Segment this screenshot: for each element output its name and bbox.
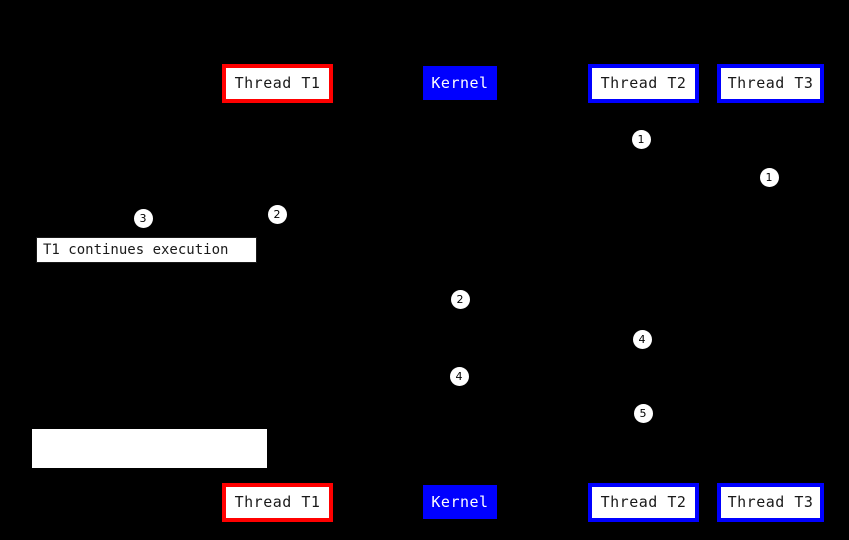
participant-label: Thread T1	[234, 493, 321, 511]
msg-kernel-to-t2b	[460, 433, 643, 434]
step-marker-2: 2	[450, 289, 470, 309]
step-marker-label: 4	[455, 369, 463, 383]
step-marker-label: 2	[456, 292, 464, 306]
step-marker-2: 2	[267, 204, 287, 224]
msg-t3-to-kernel	[460, 198, 770, 199]
msg-kernel-step4	[277, 396, 460, 397]
msg-kernel-to-t2	[460, 358, 643, 359]
step-marker-4: 4	[449, 366, 469, 386]
participant-label: Thread T3	[727, 74, 814, 92]
participant-label: Kernel	[431, 492, 489, 511]
participant-box-t1[interactable]: Thread T1	[222, 64, 333, 103]
lifeline-stem-t1	[277, 103, 278, 483]
participant-label: Thread T1	[234, 74, 321, 92]
step-marker-label: 1	[637, 132, 645, 146]
participant-box-t3b[interactable]: Thread T3	[717, 483, 824, 522]
participant-label: Thread T2	[600, 493, 687, 511]
participant-box-kernel[interactable]: Kernel	[423, 66, 497, 100]
participant-label: Kernel	[431, 73, 489, 92]
participant-box-t3[interactable]: Thread T3	[717, 64, 824, 103]
step-marker-4: 4	[632, 329, 652, 349]
msg-kernel-step2	[277, 320, 460, 321]
participant-label: Thread T3	[727, 493, 814, 511]
participant-box-kernelb[interactable]: Kernel	[423, 485, 497, 519]
step-marker-1: 1	[759, 167, 779, 187]
note-t1-continues: T1 continues execution	[36, 237, 257, 263]
step-marker-3: 3	[133, 208, 153, 228]
step-marker-label: 2	[273, 207, 281, 221]
lifeline-stem-t2	[643, 103, 644, 483]
participant-box-t1b[interactable]: Thread T1	[222, 483, 333, 522]
note-blank	[32, 429, 267, 468]
step-marker-label: 5	[639, 406, 647, 420]
participant-label: Thread T2	[600, 74, 687, 92]
step-marker-5: 5	[633, 403, 653, 423]
msg-kernel-to-t1	[277, 232, 460, 233]
step-marker-label: 4	[638, 332, 646, 346]
lifeline-stem-t3	[770, 103, 771, 483]
participant-box-t2b[interactable]: Thread T2	[588, 483, 699, 522]
step-marker-label: 1	[765, 170, 773, 184]
participant-box-t2[interactable]: Thread T2	[588, 64, 699, 103]
step-marker-label: 3	[139, 211, 147, 225]
msg-t2-to-kernel	[460, 160, 643, 161]
step-marker-1: 1	[631, 129, 651, 149]
note-label: T1 continues execution	[43, 242, 229, 258]
